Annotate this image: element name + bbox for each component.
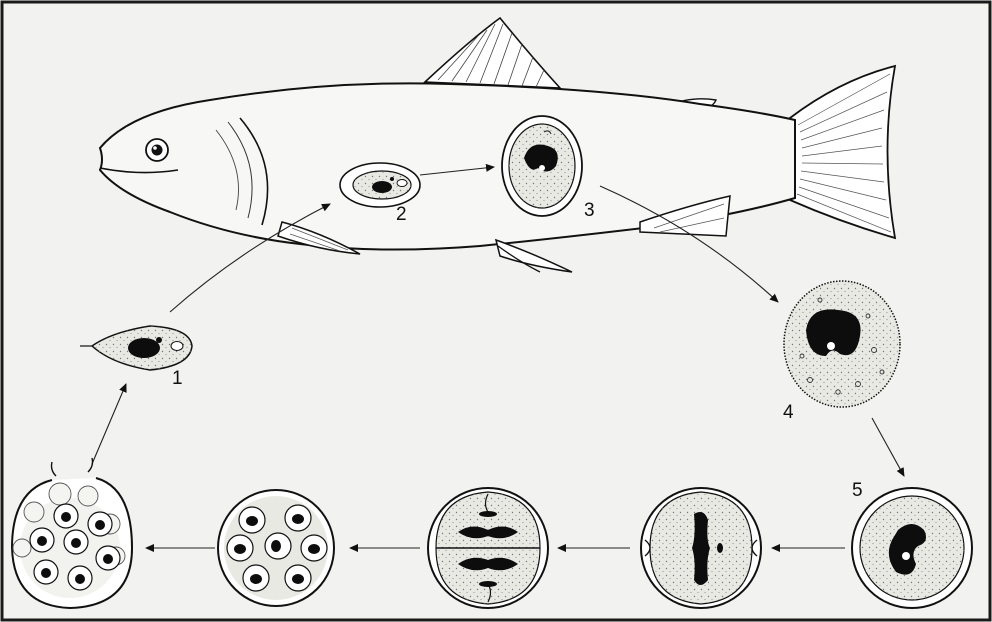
fish-pupil — [152, 145, 163, 156]
stage-label-2: 2 — [396, 204, 407, 225]
stage-8-tomites — [218, 490, 334, 606]
stage-4-mature-trophont — [784, 281, 900, 407]
stage-label-4: 4 — [783, 402, 794, 423]
stage-5-cyst — [852, 488, 972, 608]
fish-eye-glint — [153, 146, 157, 150]
stage-label-1: 1 — [172, 368, 183, 389]
stage-label-5: 5 — [852, 480, 863, 501]
stage-label-3: 3 — [584, 200, 595, 221]
stage-6-first-division — [641, 488, 761, 608]
stage-2-trophont-entering — [340, 163, 420, 207]
stage-7-second-division — [428, 488, 548, 608]
stage-3-trophont-in-skin — [502, 116, 582, 216]
